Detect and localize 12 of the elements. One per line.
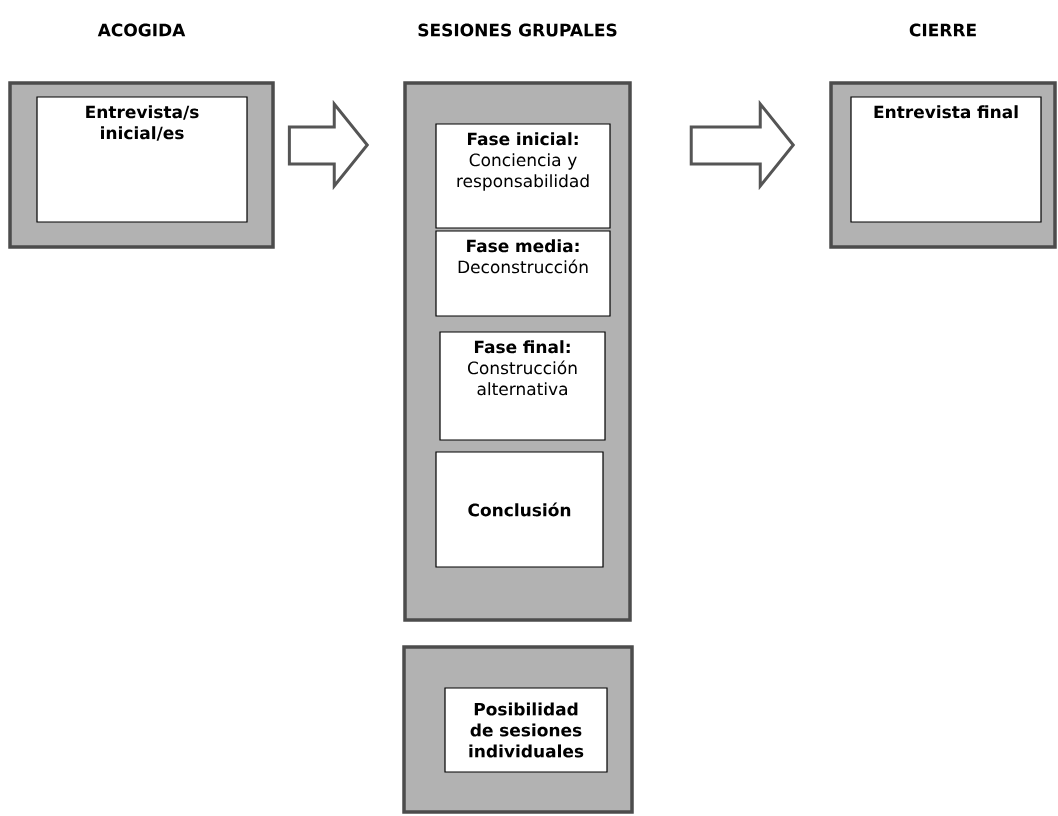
heading: ACOGIDA	[97, 23, 186, 37]
heading: SESIONES GRUPALES	[418, 23, 617, 37]
block-arrow	[689, 99, 796, 191]
text-box: Fase final: Construcción alternativa	[439, 331, 606, 441]
text-box: Fase media: Deconstrucción	[435, 230, 611, 317]
text-box: Posibilidad de sesiones individuales	[444, 687, 608, 773]
text-box: Entrevista final	[850, 96, 1042, 223]
block-arrow	[287, 99, 370, 191]
text-box: Fase inicial: Conciencia y responsabilidad	[435, 123, 611, 229]
text-box: Entrevista/s inicial/es	[36, 96, 248, 223]
heading: CIERRE	[909, 23, 976, 37]
text-box: Conclusión	[435, 451, 604, 568]
